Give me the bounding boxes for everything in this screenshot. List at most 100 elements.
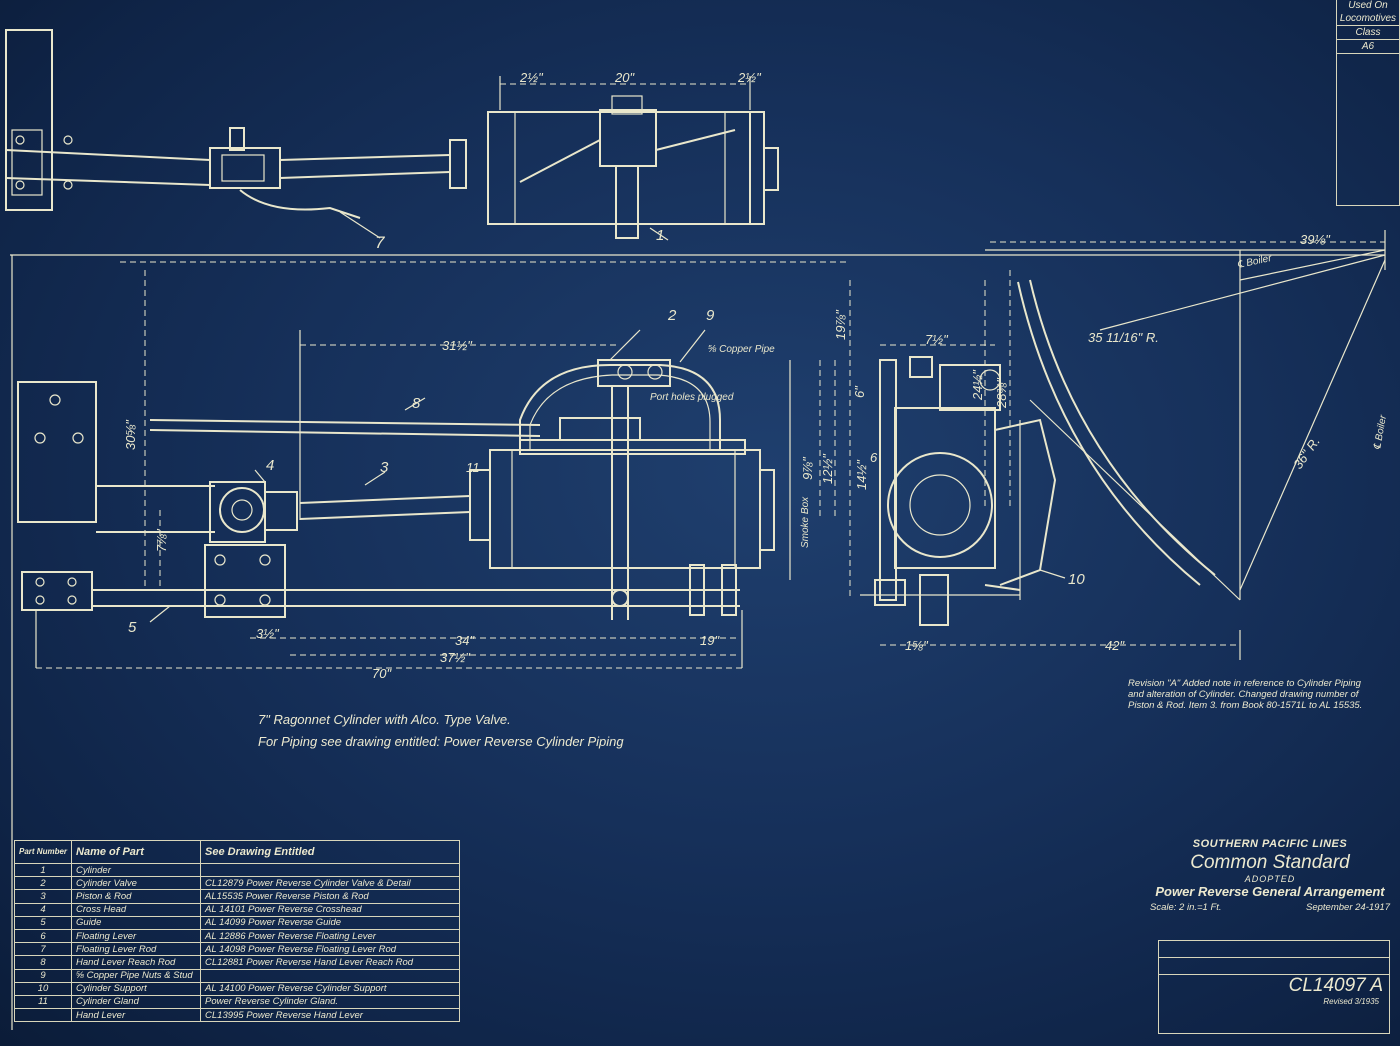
dim-70: 70" [372,666,392,681]
parts-table: Part Number Name of Part See Drawing Ent… [13,840,460,1023]
grid-row [1159,958,1389,975]
callout-1: 1 [656,227,664,244]
part-drawing: CL13995 Power Reverse Hand Lever [200,1008,460,1023]
title-block: SOUTHERN PACIFIC LINES Common Standard A… [1150,838,1390,913]
part-number: 9 [13,968,73,983]
part-number: 5 [13,915,73,930]
dim-7: 7⅞" [154,528,169,552]
part-drawing: AL 14100 Power Reverse Cylinder Support [200,981,460,996]
part-number [13,1008,73,1023]
part-name: Cylinder Valve [71,876,202,891]
title-block-grid: CL14097 A Revised 3/1935 [1158,940,1390,1034]
end-view [819,230,1386,660]
parts-table-header: Part Number Name of Part See Drawing Ent… [13,840,460,864]
part-drawing: AL 14098 Power Reverse Floating Lever Ro… [200,942,460,957]
dim-35: 35 11/16" R. [1088,330,1159,345]
drawing-number: CL14097 A [1288,975,1383,996]
adopted-label: ADOPTED [1244,874,1296,884]
part-drawing: CL12881 Power Reverse Hand Lever Reach R… [200,955,460,970]
part-name: Floating Lever Rod [71,942,202,957]
dim-top-mid: 20" [614,70,635,85]
dim-12: 12½" [820,453,835,484]
callout-3: 3 [380,459,389,476]
company-name: SOUTHERN PACIFIC LINES [1192,838,1348,850]
piping-note: For Piping see drawing entitled: Power R… [258,734,624,749]
part-number: 6 [13,928,73,944]
revised-label: Revised 3/1935 [1323,997,1379,1006]
boiler-label-2: ℄ Boiler [1372,414,1389,451]
dim-7-end: 7½" [925,332,949,347]
dim-6: 6" [852,385,867,398]
callout-2: 2 [667,307,677,324]
part-number: 10 [13,981,73,996]
callout-9: 9 [706,307,715,324]
part-drawing: AL15535 Power Reverse Piston & Rod [200,889,460,904]
used-on-box: Used On Locomotives Class A6 [1336,0,1400,206]
part-number: 8 [13,955,73,970]
dim-9: 9⅞" [800,456,815,480]
part-drawing: AL 12886 Power Reverse Floating Lever [200,928,460,944]
part-name: Floating Lever [71,928,202,944]
dim-top-left: 2½" [519,70,544,85]
date-label: September 24-1917 [1306,902,1390,913]
scale-line: Scale: 2 in.=1 Ft. September 24-1917 [1150,902,1390,913]
side-elevation-view [17,261,850,669]
dim-28: 28⅜" [994,377,1009,409]
part-name: Cross Head [71,902,202,917]
part-number: 2 [13,876,73,891]
used-on-class-value: A6 [1337,40,1399,54]
callout-8: 8 [412,395,421,412]
standard-label: Common Standard [1190,852,1350,873]
part-drawing: AL 14101 Power Reverse Crosshead [200,902,460,917]
dim-42: 42" [1105,638,1125,653]
header-see-drawing: See Drawing Entitled [200,840,460,864]
dim-36: 36" R. [1290,434,1323,472]
part-number: 3 [13,889,73,904]
part-name: ⅝ Copper Pipe Nuts & Stud [71,968,202,983]
dim-19-end: 19⅞" [833,309,848,340]
part-drawing: CL12879 Power Reverse Cylinder Valve & D… [200,876,460,891]
used-on-class-label: Class [1337,26,1399,40]
dim-top-right: 2½" [737,70,762,85]
part-name: Cylinder Support [71,981,202,996]
header-part-number: Part Number [13,840,73,864]
header-name-of-part: Name of Part [71,840,202,864]
dim-30: 30⅝" [123,419,138,450]
part-number: 4 [13,902,73,917]
part-name: Guide [71,915,202,930]
part-name: Piston & Rod [71,889,202,904]
port-holes-label: Port holes plugged [650,392,734,403]
dim-34: 34" [455,633,475,648]
part-drawing: AL 14099 Power Reverse Guide [200,915,460,930]
cylinder-note: 7" Ragonnet Cylinder with Alco. Type Val… [258,712,511,727]
scale-label: Scale: 2 in.=1 Ft. [1150,902,1222,913]
part-name: Hand Lever [71,1008,202,1023]
dim-24: 24½" [970,369,985,401]
callout-5: 5 [128,619,137,636]
dim-3: 3½" [256,626,280,641]
dim-1: 1⅝" [905,638,929,653]
revision-note: Revision "A" Added note in reference to … [1128,678,1363,711]
drawing-title: Power Reverse General Arrangement [1155,884,1385,899]
part-number: 11 [13,994,73,1010]
callout-6: 6 [870,450,878,465]
dim-39: 39⅛" [1300,232,1331,247]
dim-37: 37½" [440,650,471,665]
used-on-header: Used On Locomotives [1337,0,1399,26]
grid-row [1159,941,1389,958]
dim-14: 14½" [854,459,869,490]
part-name: Hand Lever Reach Rod [71,955,202,970]
